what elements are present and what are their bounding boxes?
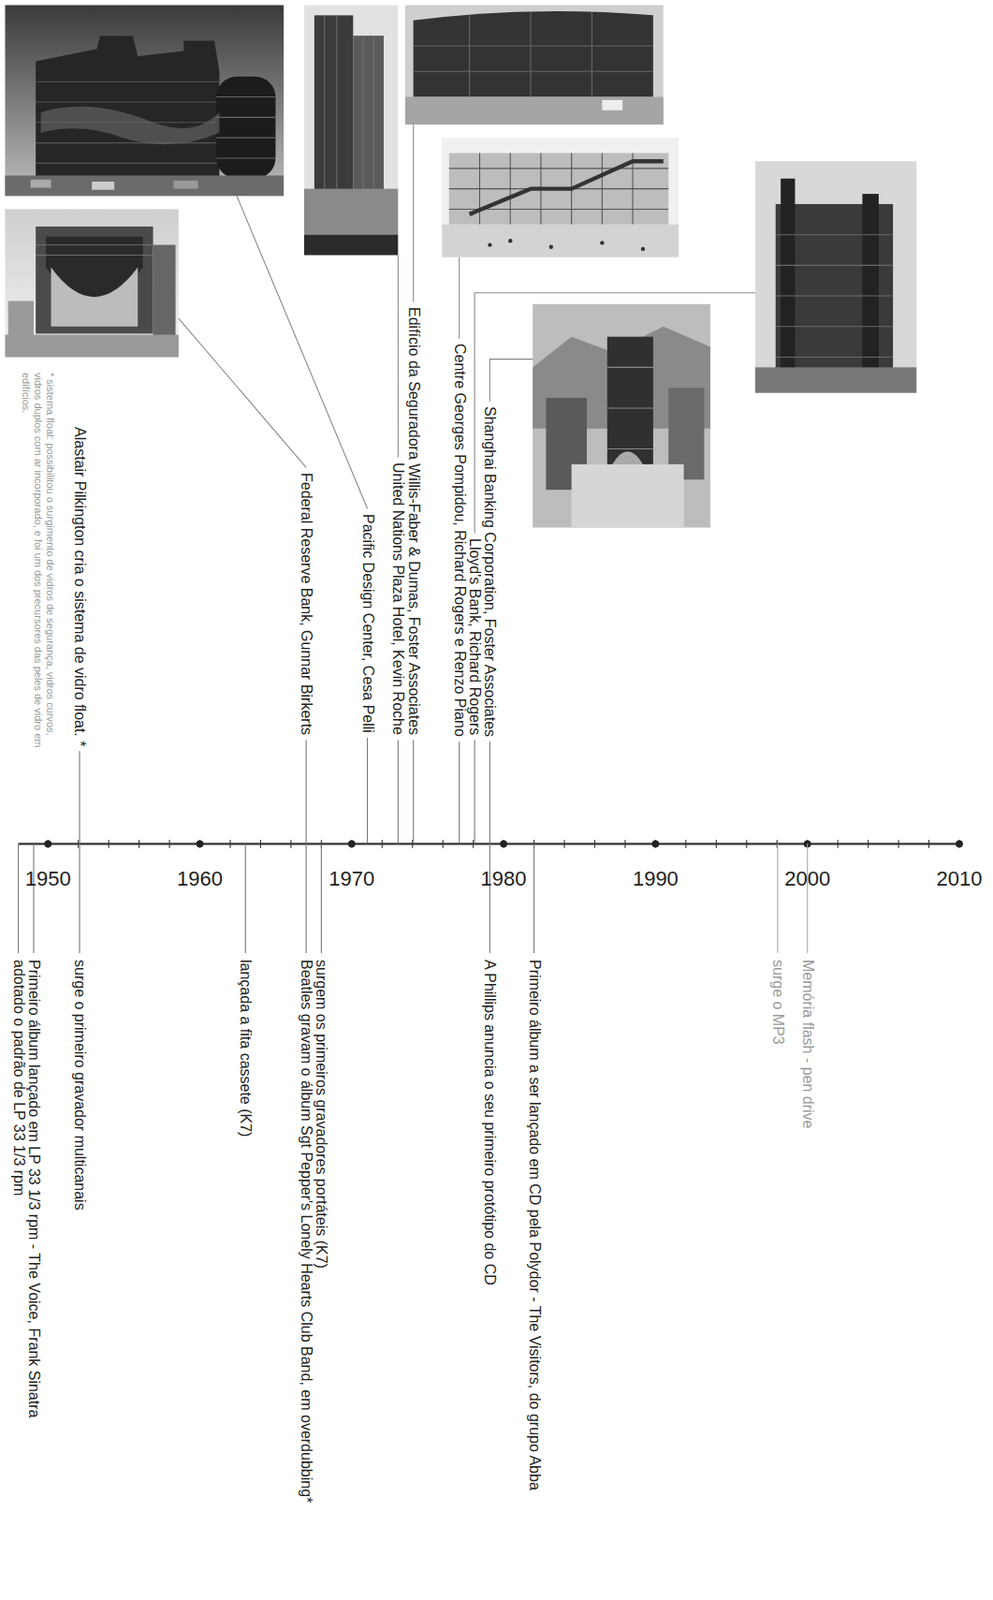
year-label: 1970 xyxy=(328,867,375,891)
leader-line xyxy=(306,739,307,844)
axis-tick xyxy=(77,839,79,848)
event-label: Federal Reserve Bank, Gunnar Birkerts xyxy=(298,472,314,735)
axis-tick xyxy=(169,839,171,848)
event-label: United Nations Plaza Hotel, Kevin Roche xyxy=(390,462,406,735)
photo-leader xyxy=(236,195,368,509)
axis-tick xyxy=(290,839,292,848)
photo-pacific-design-center xyxy=(4,4,284,196)
photo-leader xyxy=(178,318,307,468)
timeline-axis xyxy=(18,839,964,848)
photo-hsbc xyxy=(532,304,711,528)
axis-tick xyxy=(898,839,900,848)
axis-tick xyxy=(472,839,474,848)
year-label: 1980 xyxy=(481,867,527,891)
axis-tick xyxy=(108,839,110,848)
event-label: Centre Georges Pompidou, Richard Rogers … xyxy=(452,343,468,737)
event-label: Beatles gravam o álbum Sgt Pepper's Lone… xyxy=(298,959,314,1503)
year-label: 1990 xyxy=(632,867,679,891)
decade-dot xyxy=(651,839,659,847)
event-label: Edifício da Seguradora Willis-Faber & Du… xyxy=(406,306,422,735)
event-label: adotado o padrão de LP 33 1/3 rpm xyxy=(11,959,27,1196)
leader-line xyxy=(306,843,307,953)
leader-line xyxy=(474,739,476,844)
decade-dot xyxy=(955,839,964,847)
photo-leader xyxy=(474,292,756,534)
year-label: 1950 xyxy=(25,867,72,891)
axis-tick xyxy=(715,839,717,848)
footnote: * sistema float: possibilitou o surgimen… xyxy=(19,372,57,750)
axis-tick xyxy=(928,839,930,848)
photo-federal-reserve-bank xyxy=(4,208,178,357)
axis-tick xyxy=(260,839,262,848)
axis-tick xyxy=(229,839,231,848)
leader-line xyxy=(397,739,399,844)
year-label: 2000 xyxy=(784,867,831,891)
event-label: Shanghai Banking Corporation, Foster Ass… xyxy=(481,406,497,737)
axis-tick xyxy=(381,839,383,848)
event-label: Alastair Pilkington cria o sistema de vi… xyxy=(72,426,88,746)
axis-tick xyxy=(411,839,413,848)
photo-leader xyxy=(412,124,414,303)
leader-line xyxy=(78,843,80,953)
event-label: surge o primeiro gravador multicanais xyxy=(72,959,88,1211)
photo-leader xyxy=(458,257,460,339)
year-label: 1960 xyxy=(176,867,223,891)
event-label: A Phillips anuncia o seu primeiro protót… xyxy=(481,959,497,1286)
leader-line xyxy=(489,843,491,953)
event-label: lançada a fita cassete (K7) xyxy=(237,959,253,1137)
axis-tick xyxy=(745,839,747,848)
axis-tick xyxy=(594,839,596,848)
event-label: Memória flash - pen drive xyxy=(800,959,816,1129)
leader-line xyxy=(78,750,80,844)
axis-tick xyxy=(563,839,565,848)
leader-lines xyxy=(18,124,808,953)
event-label: Lloyd's Bank, Richard Rogers xyxy=(467,538,482,735)
decade-dot xyxy=(43,839,52,847)
decade-dot xyxy=(348,839,356,847)
event-label: Primeiro álbum a ser lançado em CD pela … xyxy=(526,959,542,1490)
leader-line xyxy=(533,843,535,953)
event-label: Primeiro álbum lançado em LP 33 1/3 rpm … xyxy=(26,959,42,1417)
leader-line xyxy=(806,843,808,953)
leader-line xyxy=(458,741,460,844)
leader-line xyxy=(366,737,368,844)
leader-line xyxy=(17,843,19,953)
event-label: surge o MP3 xyxy=(770,959,786,1045)
decade-dot xyxy=(499,839,508,847)
decade-dot xyxy=(196,839,205,847)
axis-tick xyxy=(685,839,687,848)
photo-willis-faber-dumas xyxy=(405,4,664,125)
axis-tick xyxy=(138,839,140,848)
leader-line xyxy=(489,741,491,844)
axis-tick xyxy=(442,839,444,848)
leader-line xyxy=(412,739,414,844)
photo-un-plaza-hotel xyxy=(304,4,398,255)
photo-lloyds-bank xyxy=(755,160,917,393)
leader-line xyxy=(245,843,247,953)
axis-tick xyxy=(867,839,869,848)
event-label: Pacific Design Center, Cesa Pelli xyxy=(360,513,376,733)
leader-line xyxy=(32,843,34,953)
axis-line xyxy=(18,842,960,845)
axis-tick xyxy=(837,839,839,848)
leader-line xyxy=(321,843,322,953)
photo-leader xyxy=(397,254,399,457)
axis-tick xyxy=(624,839,626,848)
photo-centre-pompidou xyxy=(441,137,679,258)
year-label: 2010 xyxy=(935,867,982,891)
event-label: surgem os primeiros gravadores portáteis… xyxy=(313,959,329,1269)
photo-leader xyxy=(489,359,533,402)
leader-line xyxy=(776,843,778,953)
